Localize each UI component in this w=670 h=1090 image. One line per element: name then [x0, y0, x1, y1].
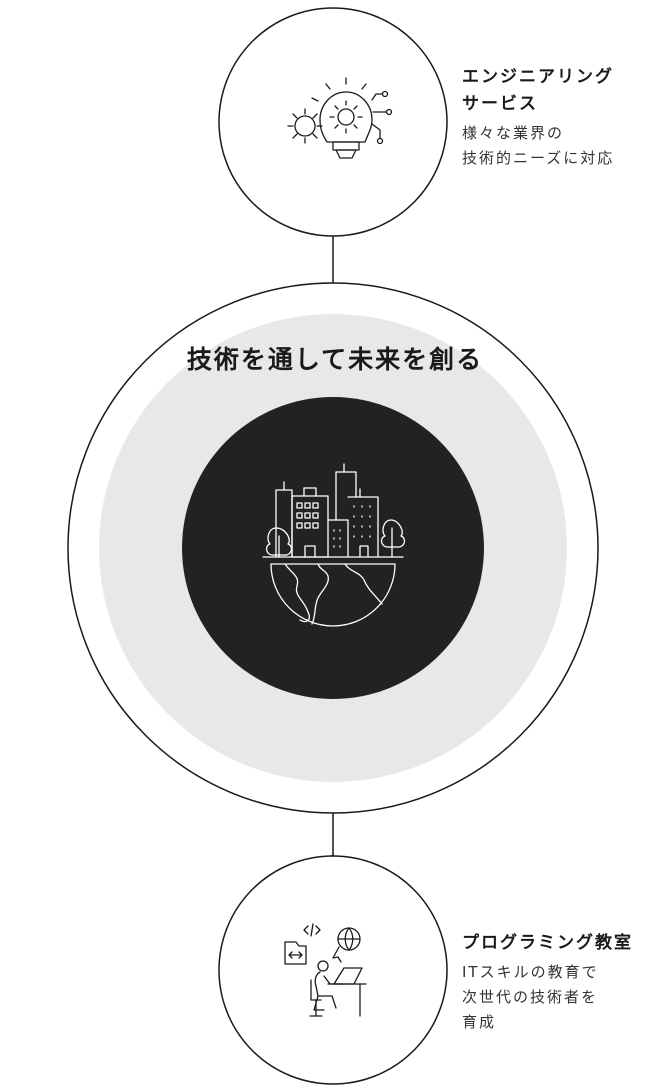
engineering-desc-line: 様々な業界の — [462, 124, 565, 142]
city-globe-icon — [262, 463, 406, 627]
gear-lightbulb-icon — [287, 77, 393, 159]
engineering-desc-line: 技術的ニーズに対応 — [462, 149, 615, 167]
hero-title: 技術を通して未来を創る — [186, 345, 484, 374]
engineering-title: エンジニアリング サービス — [462, 64, 662, 118]
inner-dark-disc — [182, 397, 484, 699]
engineering-service: エンジニアリング サービス 様々な業界の 技術的ニーズに対応 — [462, 64, 662, 171]
programming-title: プログラミング教室 — [462, 930, 670, 957]
programming-desc-line: ITスキルの教育で — [462, 963, 599, 981]
programming-desc-line: 次世代の技術者を — [462, 988, 599, 1006]
programming-title-line: プログラミング教室 — [462, 933, 633, 953]
programming-description: ITスキルの教育で 次世代の技術者を 育成 — [462, 960, 670, 1035]
programming-circle — [218, 855, 448, 1085]
engineering-circle — [218, 7, 448, 237]
engineering-title-line: サービス — [462, 94, 538, 114]
engineering-description: 様々な業界の 技術的ニーズに対応 — [462, 121, 662, 171]
engineering-title-line: エンジニアリング — [462, 67, 614, 87]
programmer-computer-icon — [284, 923, 367, 1017]
programming-desc-line: 育成 — [462, 1013, 497, 1031]
programming-service: プログラミング教室 ITスキルの教育で 次世代の技術者を 育成 — [462, 930, 670, 1035]
